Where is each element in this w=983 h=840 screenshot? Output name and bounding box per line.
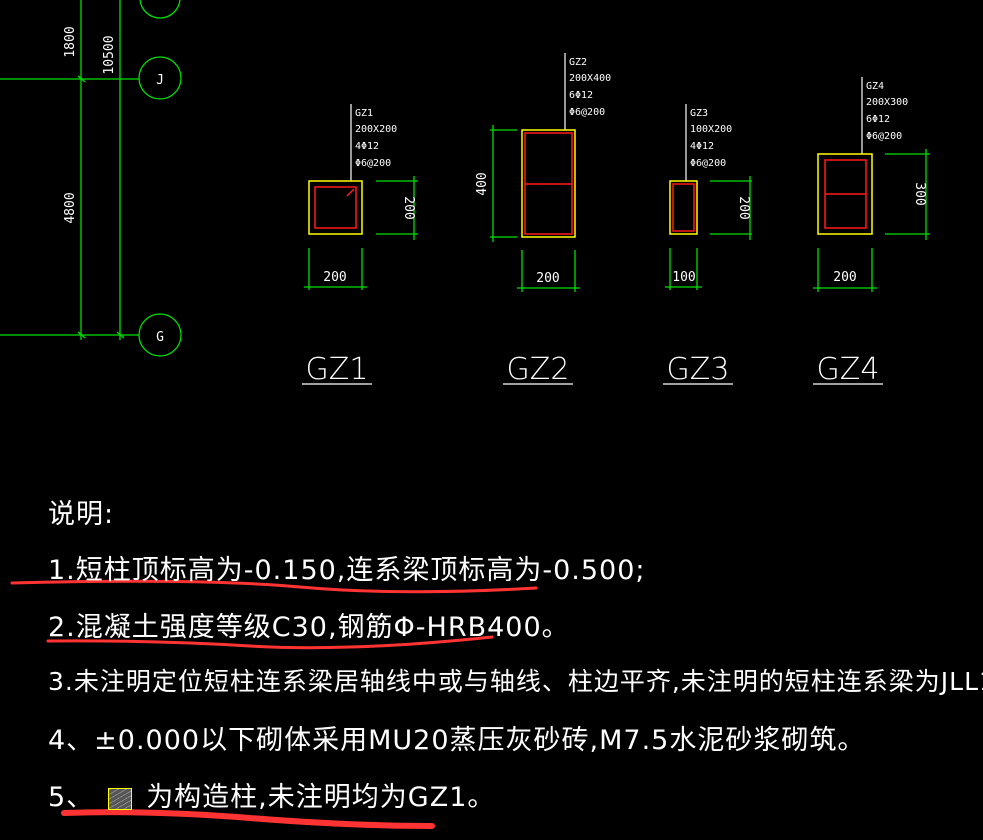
column-title: GZ4 xyxy=(817,352,880,387)
axis-bubble-j xyxy=(138,56,182,100)
dim-height: 400 xyxy=(475,172,490,195)
column-size: 200X300 xyxy=(866,97,908,108)
notes-heading: 说明: xyxy=(48,499,115,530)
column-stirrup: Φ6@200 xyxy=(690,158,726,169)
column-size: 100X200 xyxy=(690,124,732,135)
column-rebar: 4Φ12 xyxy=(690,141,714,152)
dim-height: 200 xyxy=(736,196,751,219)
note-5-text: 为构造柱,未注明均为GZ1。 xyxy=(146,782,496,813)
column-title: GZ2 xyxy=(507,352,570,387)
note-4: 4、±0.000以下砌体采用MU20蒸压灰砂砖,M7.5水泥砂浆砌筑。 xyxy=(48,725,866,756)
note-5: 5、 为构造柱,未注明均为GZ1。 xyxy=(48,775,495,814)
column-stirrup: Φ6@200 xyxy=(569,107,605,118)
column-size: 200X200 xyxy=(355,124,397,135)
dim-height: 200 xyxy=(401,196,416,219)
dim-width: 200 xyxy=(833,270,856,285)
column-stirrup: Φ6@200 xyxy=(355,158,391,169)
note-1: 1.短柱顶标高为-0.150,连系梁顶标高为-0.500; xyxy=(48,555,646,586)
column-size: 200X400 xyxy=(569,73,611,84)
dim-1800: 1800 xyxy=(63,26,78,57)
dim-10500: 10500 xyxy=(102,35,117,74)
column-rebar: 6Φ12 xyxy=(866,114,890,125)
axis-label-j: J xyxy=(156,73,164,88)
column-stirrup: Φ6@200 xyxy=(866,131,902,142)
dim-4800: 4800 xyxy=(63,192,78,223)
dim-height: 300 xyxy=(912,182,927,205)
column-gz1[interactable]: GZ1 200X200 4Φ12 Φ6@200 200 200 GZ1 xyxy=(302,104,418,387)
axis-bubble-top xyxy=(139,0,181,19)
column-gz2[interactable]: GZ2 200X400 6Φ12 Φ6@200 400 200 GZ2 xyxy=(475,53,611,387)
column-id: GZ4 xyxy=(866,81,884,92)
note-5-number: 5、 xyxy=(48,782,95,813)
axis-grid: J G 1800 10500 4800 xyxy=(0,0,182,357)
dim-width: 200 xyxy=(536,271,559,286)
hatch-legend-icon xyxy=(108,787,133,810)
column-title: GZ3 xyxy=(667,352,730,387)
column-title: GZ1 xyxy=(306,352,369,387)
column-id: GZ2 xyxy=(569,57,587,68)
axis-label-g: G xyxy=(156,330,164,345)
column-rebar: 6Φ12 xyxy=(569,90,593,101)
column-id: GZ3 xyxy=(690,108,708,119)
markup-underlines xyxy=(10,579,538,829)
column-gz3[interactable]: GZ3 100X200 4Φ12 Φ6@200 200 100 GZ3 xyxy=(663,104,752,387)
note-2: 2.混凝土强度等级C30,钢筋Φ-HRB400。 xyxy=(48,612,570,643)
axis-bubble-g xyxy=(138,313,182,357)
column-gz4[interactable]: GZ4 200X300 6Φ12 Φ6@200 300 200 GZ4 xyxy=(813,77,930,387)
column-rebar: 4Φ12 xyxy=(355,141,379,152)
dim-width: 200 xyxy=(323,270,346,285)
column-id: GZ1 xyxy=(355,108,373,119)
note-3: 3.未注明定位短柱连系梁居轴线中或与轴线、柱边平齐,未注明的短柱连系梁为JLL1… xyxy=(48,667,983,696)
dim-width: 100 xyxy=(672,270,695,285)
